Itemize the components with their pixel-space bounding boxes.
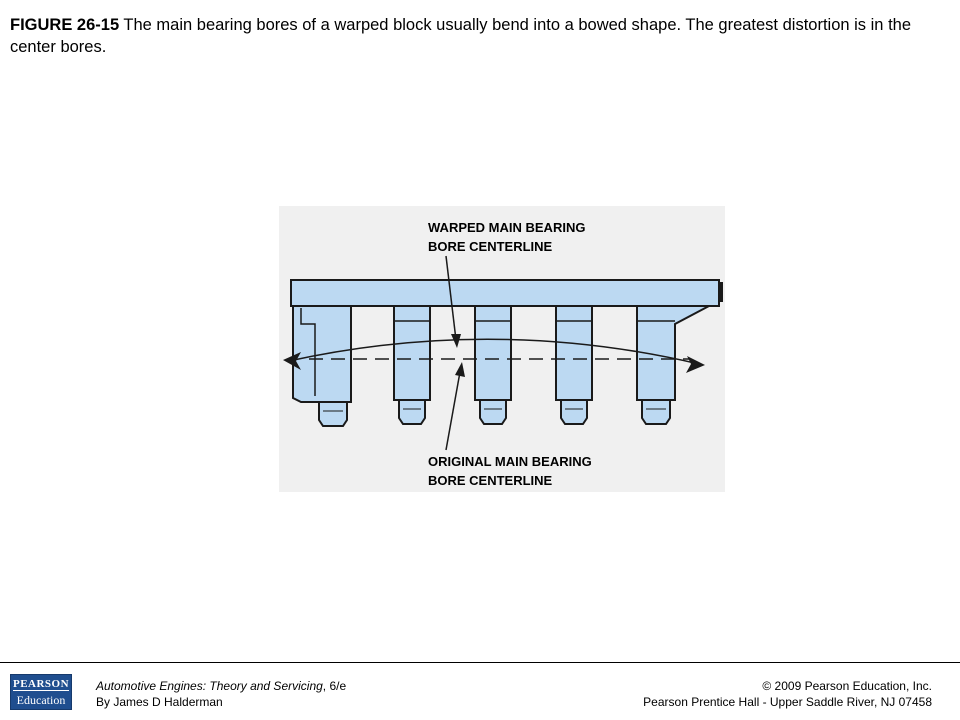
pearson-logo: PEARSON Education xyxy=(10,674,72,710)
left-arrowhead xyxy=(283,352,301,370)
figure-caption: FIGURE 26-15 The main bearing bores of a… xyxy=(10,14,940,58)
publisher: Pearson Prentice Hall - Upper Saddle Riv… xyxy=(643,695,932,709)
cap-nut-1 xyxy=(318,401,348,427)
footer-divider xyxy=(0,662,960,663)
warped-centerline xyxy=(288,338,700,365)
logo-line2: Education xyxy=(16,693,66,707)
original-leader xyxy=(445,371,461,451)
warped-label-line2: BORE CENTERLINE xyxy=(428,239,553,254)
right-arrowhead xyxy=(686,356,705,373)
figure-number: FIGURE 26-15 xyxy=(10,16,120,34)
bearing-bulkhead-2 xyxy=(393,305,431,425)
logo-line1: PEARSON xyxy=(12,678,70,691)
original-label-line2: BORE CENTERLINE xyxy=(428,473,553,488)
bearing-bulkhead-5 xyxy=(636,305,710,425)
book-author: By James D Halderman xyxy=(96,695,223,709)
block-deck-end xyxy=(719,282,723,302)
book-credit: Automotive Engines: Theory and Servicing… xyxy=(96,678,346,710)
publisher-credit: © 2009 Pearson Education, Inc. Pearson P… xyxy=(643,678,932,710)
book-title: Automotive Engines: Theory and Servicing xyxy=(96,679,323,693)
engine-block-diagram: WARPED MAIN BEARING BORE CENTERLINE ORIG… xyxy=(279,206,725,492)
warped-label-line1: WARPED MAIN BEARING xyxy=(428,220,585,235)
original-label-line1: ORIGINAL MAIN BEARING xyxy=(428,454,592,469)
block-deck xyxy=(290,279,720,307)
book-edition: , 6/e xyxy=(322,679,347,693)
warped-leader xyxy=(445,255,457,341)
caption-text: The main bearing bores of a warped block… xyxy=(10,16,912,56)
bearing-bulkhead-4 xyxy=(555,305,593,425)
copyright: © 2009 Pearson Education, Inc. xyxy=(762,679,932,693)
bearing-bulkhead-3 xyxy=(474,305,512,425)
